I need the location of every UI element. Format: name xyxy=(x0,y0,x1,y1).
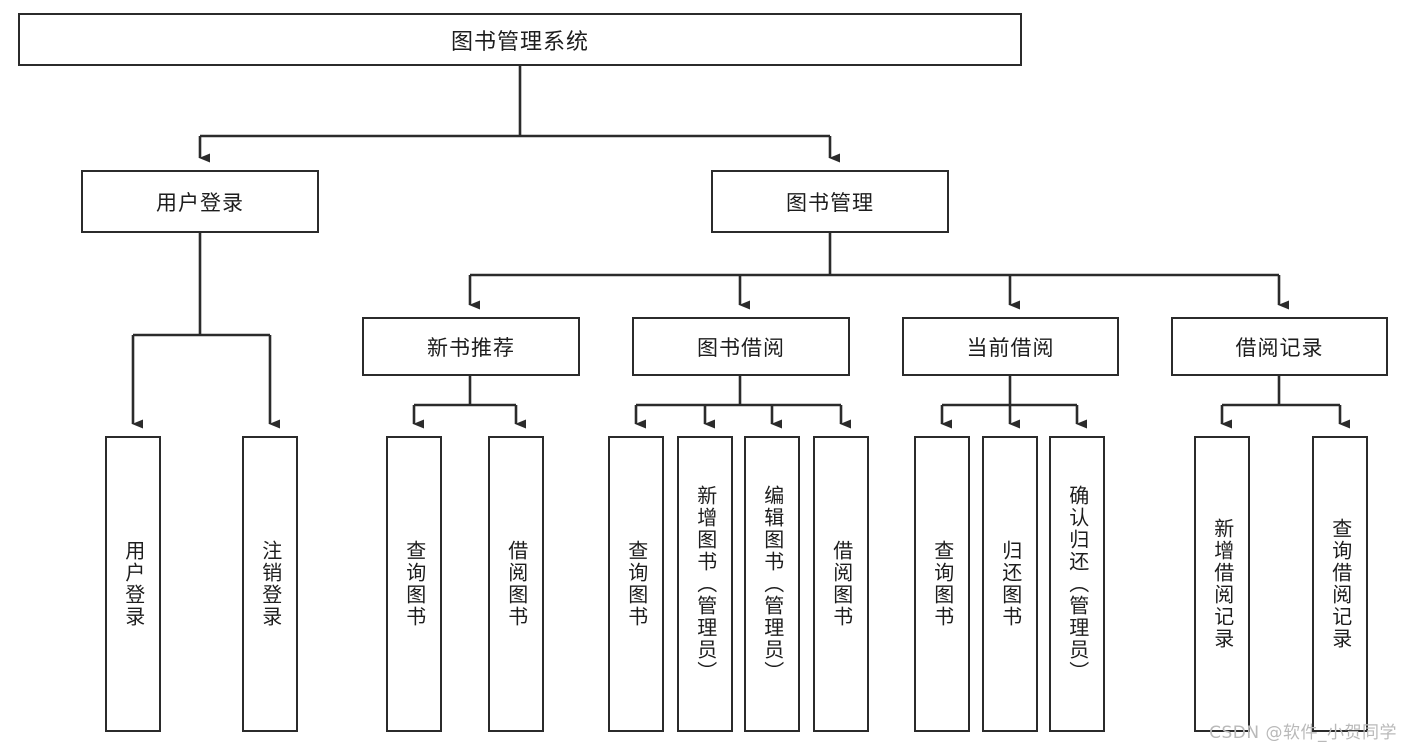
node-label: 图书管理 xyxy=(786,190,874,215)
leaf-query-borrow-record[interactable]: 查询借阅记录 xyxy=(1312,436,1368,732)
leaf-query-book-new[interactable]: 查询图书 xyxy=(386,436,442,732)
node-book-borrow[interactable]: 图书借阅 xyxy=(632,317,850,376)
node-label: 注销登录 xyxy=(258,540,283,628)
leaf-borrow-book-borrow[interactable]: 借阅图书 xyxy=(813,436,869,732)
node-borrow-record[interactable]: 借阅记录 xyxy=(1171,317,1388,376)
node-label: 图书管理系统 xyxy=(450,29,589,55)
node-label: 用户登录 xyxy=(121,540,146,628)
leaf-return-book[interactable]: 归还图书 xyxy=(982,436,1038,732)
node-book-management[interactable]: 图书管理 xyxy=(711,170,949,233)
node-user-login[interactable]: 用户登录 xyxy=(81,170,319,233)
leaf-edit-book-admin[interactable]: 编辑图书（管理员） xyxy=(744,436,800,732)
node-label: 用户登录 xyxy=(156,190,244,215)
node-label: 借阅图书 xyxy=(829,540,854,628)
node-label: 查询借阅记录 xyxy=(1328,518,1353,650)
node-label: 当前借阅 xyxy=(966,335,1055,360)
node-current-borrow[interactable]: 当前借阅 xyxy=(902,317,1119,376)
leaf-logout-login[interactable]: 注销登录 xyxy=(242,436,298,732)
node-label: 借阅记录 xyxy=(1235,335,1324,360)
node-new-book-recommend[interactable]: 新书推荐 xyxy=(362,317,580,376)
node-label: 新书推荐 xyxy=(427,335,515,360)
leaf-add-borrow-record[interactable]: 新增借阅记录 xyxy=(1194,436,1250,732)
node-label: 查询图书 xyxy=(930,540,955,628)
leaf-user-login[interactable]: 用户登录 xyxy=(105,436,161,732)
leaf-add-book-admin[interactable]: 新增图书（管理员） xyxy=(677,436,733,732)
leaf-confirm-return-admin[interactable]: 确认归还（管理员） xyxy=(1049,436,1105,732)
node-label: 图书借阅 xyxy=(697,335,785,360)
node-label: 新增图书（管理员） xyxy=(693,485,718,683)
leaf-borrow-book-new[interactable]: 借阅图书 xyxy=(488,436,544,732)
node-label: 确认归还（管理员） xyxy=(1065,485,1090,683)
node-label: 查询图书 xyxy=(624,540,649,628)
node-label: 查询图书 xyxy=(402,540,427,628)
node-label: 新增借阅记录 xyxy=(1210,518,1235,650)
node-root-system[interactable]: 图书管理系统 xyxy=(18,13,1022,66)
leaf-query-book-current[interactable]: 查询图书 xyxy=(914,436,970,732)
node-label: 借阅图书 xyxy=(504,540,529,628)
leaf-query-book-borrow[interactable]: 查询图书 xyxy=(608,436,664,732)
node-label: 归还图书 xyxy=(998,540,1023,628)
watermark-text: CSDN @软件_小贺同学 xyxy=(1209,723,1397,743)
node-label: 编辑图书（管理员） xyxy=(760,485,785,683)
